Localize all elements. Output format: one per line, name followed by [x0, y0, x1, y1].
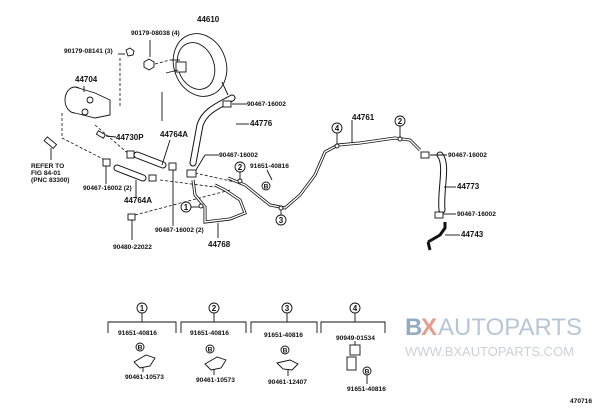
watermark: B X AUTOPARTS WWW.BXAUTOPARTS.COM [405, 314, 582, 359]
svg-text:90949-01534: 90949-01534 [336, 335, 375, 342]
svg-text:B: B [138, 345, 143, 352]
label-44610: 44610 [197, 15, 220, 24]
label-44764a-upper: 44764A [160, 130, 188, 139]
label-44764a-lower: 44764A [124, 196, 152, 205]
callout-2-a: 2 [234, 161, 246, 173]
label-44773: 44773 [457, 182, 480, 191]
detail-group-2: 2 91651-40816 B 90461-10573 [180, 302, 247, 384]
label-clip-left: 90467-16002 (2) [83, 185, 132, 192]
label-pump-nut: 90179-08141 (3) [64, 48, 113, 55]
label-44776: 44776 [250, 119, 273, 128]
label-clip-right-top: 90467-16002 [448, 152, 487, 159]
watermark-text: AUTOPARTS [438, 314, 582, 341]
watermark-x: X [421, 314, 437, 341]
brake-booster [143, 33, 229, 97]
label-clip-mid: 90467-16002 [219, 152, 258, 159]
label-clamp-bolt: 91651-40816 [250, 163, 289, 170]
svg-text:91651-40816: 91651-40816 [347, 386, 386, 393]
label-refer-2: FIG 84-01 [31, 170, 61, 177]
label-booster-nut: 90179-08038 (4) [131, 30, 180, 37]
svg-text:4: 4 [335, 124, 340, 133]
svg-text:2: 2 [212, 304, 217, 313]
detail-group-1: 1 91651-40816 B 90461-10573 [107, 302, 177, 381]
label-44743: 44743 [461, 230, 484, 239]
svg-text:2: 2 [398, 117, 403, 126]
svg-text:3: 3 [285, 304, 290, 313]
svg-text:B: B [283, 348, 288, 355]
svg-text:4: 4 [353, 304, 358, 313]
svg-text:1: 1 [184, 203, 189, 212]
svg-text:3: 3 [279, 216, 284, 225]
detail-group-4: 4 90949-01534 B 91651-40816 [320, 302, 386, 393]
pipe-44768 [191, 179, 247, 224]
pipe-44761 [227, 136, 422, 210]
label-clip-top: 90467-16002 [247, 101, 286, 108]
label-44730p: 44730P [116, 133, 144, 142]
detail-group-3: 3 91651-40816 B 90461-12407 [250, 302, 318, 386]
svg-text:1: 1 [140, 304, 145, 313]
svg-text:2: 2 [238, 163, 243, 172]
callout-4-a: 4 [331, 122, 343, 134]
watermark-b: B [405, 314, 422, 341]
svg-text:90461-12407: 90461-12407 [268, 379, 307, 386]
svg-text:B: B [264, 184, 269, 191]
svg-text:B: B [365, 369, 370, 376]
svg-text:B: B [208, 347, 213, 354]
label-refer-1: REFER TO [31, 163, 64, 170]
callout-3-a: 3 [275, 214, 287, 226]
svg-text:91651-40816: 91651-40816 [190, 330, 229, 337]
svg-text:91651-40816: 91651-40816 [118, 330, 157, 337]
label-44704: 44704 [75, 75, 98, 84]
svg-text:90461-10573: 90461-10573 [125, 374, 164, 381]
diagram-id: 470716 [570, 398, 592, 405]
bolt-symbol: B [261, 181, 271, 191]
svg-text:90461-10573: 90461-10573 [196, 377, 235, 384]
label-44768: 44768 [208, 240, 231, 249]
svg-text:91651-40816: 91651-40816 [264, 332, 303, 339]
callout-1-a: 1 [180, 201, 192, 213]
label-refer-3: (PNC 83300) [31, 177, 69, 184]
vacuum-pump [64, 47, 135, 119]
label-clip-low: 90467-16002 (2) [155, 227, 204, 234]
label-clip-right-bottom: 90467-16002 [457, 211, 496, 218]
label-44761: 44761 [352, 113, 375, 122]
watermark-url: WWW.BXAUTOPARTS.COM [405, 344, 574, 359]
label-plug: 90480-22022 [113, 244, 152, 251]
callout-2-b: 2 [394, 115, 406, 127]
